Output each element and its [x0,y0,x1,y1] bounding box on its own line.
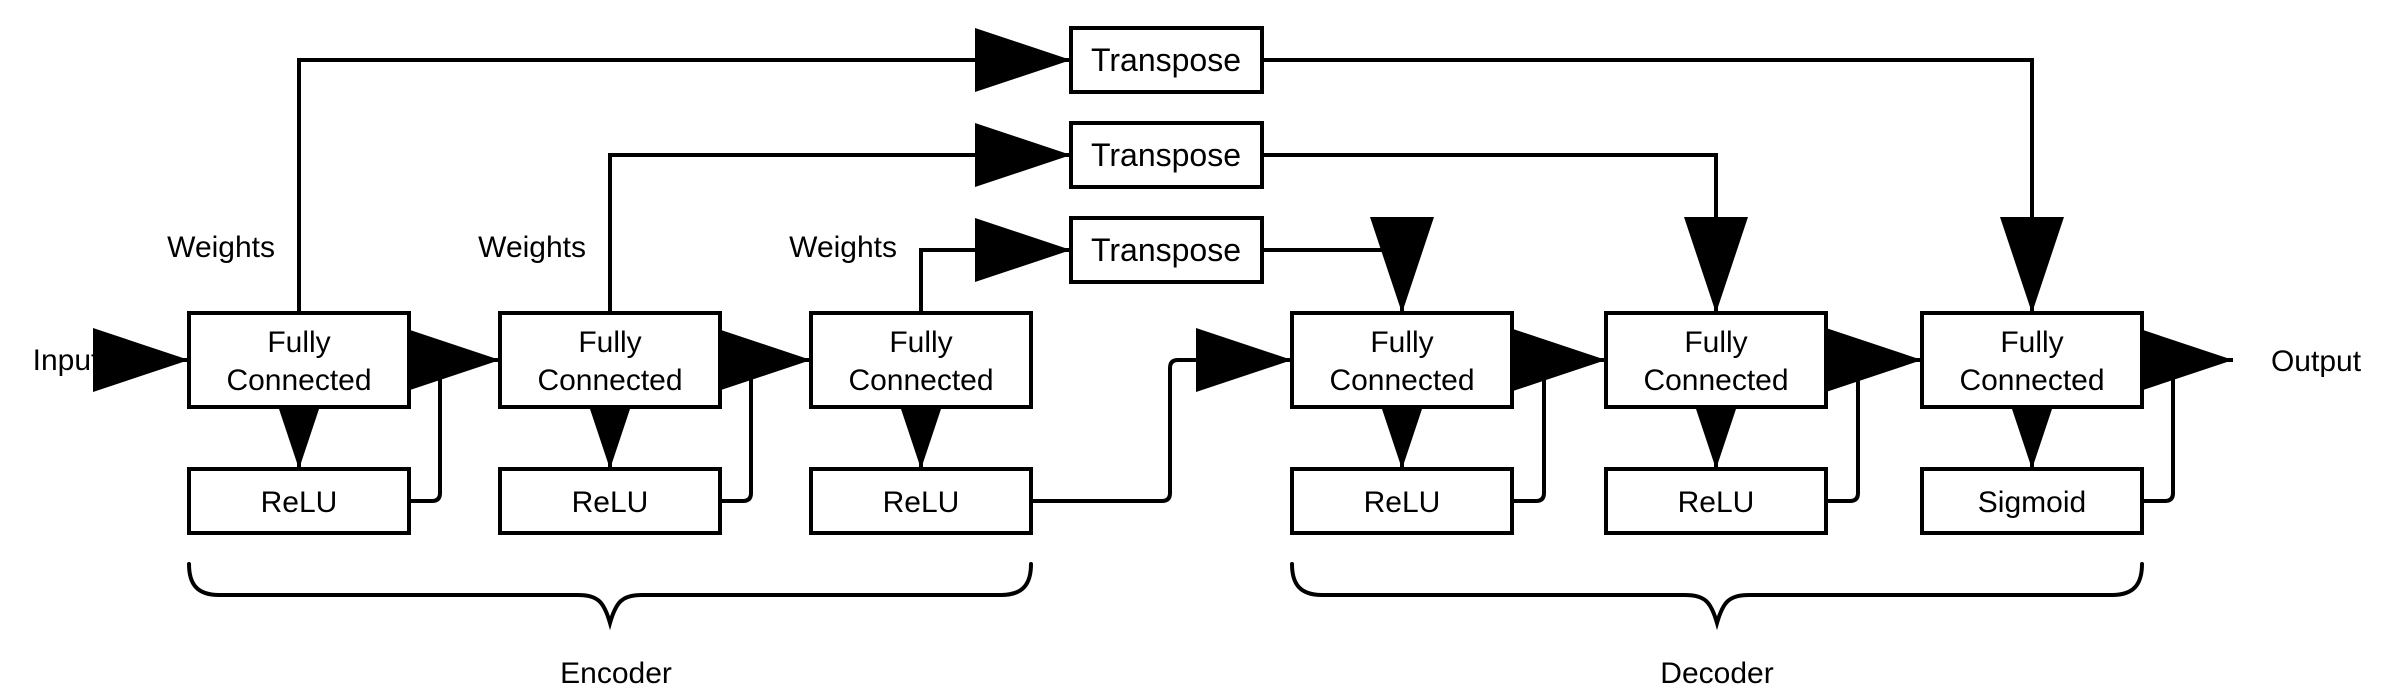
connector-dec-relu1-to-dec-fc2 [1510,328,1606,503]
decoder-activation-box-2 [1604,467,1828,535]
transpose-label-2: Transpose [1091,137,1241,173]
connector-enc-fc2-to-transpose2 [608,123,1071,313]
decoder-activation-label-3: Sigmoid [1978,486,2086,519]
encoder-layer-2: Fully Connected ReLU [498,311,722,535]
encoder-fc-label-1-line1: Fully [267,326,330,359]
decoder-label: Decoder [1660,657,1773,690]
encoder-brace [187,562,1033,631]
transpose-label-3: Transpose [1091,232,1241,268]
connector-enc-relu1-to-enc-fc2 [404,328,500,503]
transpose-block-2: Transpose [1069,121,1264,189]
decoder-layer-2: Fully Connected ReLU [1604,311,1828,535]
transpose-block-3: Transpose [1069,216,1264,284]
weights-label-3: Weights [789,231,897,264]
encoder-fc-box-3 [809,311,1033,409]
connector-enc-fc3-to-transpose3 [919,218,1071,313]
transpose-block-1: Transpose [1069,26,1264,94]
encoder-activation-box-3 [809,467,1033,535]
encoder-fc-box-2 [498,311,722,409]
decoder-fc-label-3-line1: Fully [2000,326,2063,359]
decoder-activation-label-2: ReLU [1678,486,1755,519]
transpose-box-1 [1069,26,1264,94]
decoder-fc-box-2 [1604,311,1828,409]
encoder-label: Encoder [560,657,672,690]
connector-enc-relu2-to-enc-fc3 [715,328,811,503]
encoder-activation-box-1 [187,467,411,535]
decoder-fc-label-3-line2: Connected [1959,364,2104,397]
encoder-fc-label-2-line2: Connected [537,364,682,397]
encoder-fc-label-2-line1: Fully [578,326,641,359]
encoder-fc-label-3-line1: Fully [889,326,952,359]
transpose-label-1: Transpose [1091,42,1241,78]
transpose-box-3 [1069,216,1264,284]
decoder-layer-3: Fully Connected Sigmoid [1920,311,2144,535]
connector-transpose1-to-dec-fc3 [1262,58,2064,313]
decoder-fc-box-3 [1920,311,2144,409]
encoder-activation-label-1: ReLU [261,486,338,519]
decoder-layer-1: Fully Connected ReLU [1290,311,1514,535]
connector-transpose2-to-dec-fc2 [1262,153,1748,313]
encoder-activation-box-2 [498,467,722,535]
decoder-activation-box-3 [1920,467,2144,535]
encoder-layer-1: Fully Connected ReLU [187,311,411,535]
transpose-box-2 [1069,121,1264,189]
decoder-brace [1290,562,2144,631]
weights-label-2: Weights [478,231,586,264]
decoder-activation-label-1: ReLU [1364,486,1441,519]
encoder-fc-box-1 [187,311,411,409]
encoder-activation-label-3: ReLU [883,486,960,519]
encoder-layer-3: Fully Connected ReLU [809,311,1033,535]
weights-label-1: Weights [167,231,275,264]
connector-sigmoid-to-output [2137,328,2233,503]
encoder-activation-label-2: ReLU [572,486,649,519]
connector-transpose3-to-dec-fc1 [1262,217,1434,313]
decoder-fc-label-2-line2: Connected [1643,364,1788,397]
connector-enc-relu3-to-dec-fc1 [1031,328,1292,503]
decoder-fc-label-2-line1: Fully [1684,326,1747,359]
decoder-fc-box-1 [1290,311,1514,409]
input-label: Input [33,344,100,377]
decoder-activation-box-1 [1290,467,1514,535]
decoder-fc-label-1-line2: Connected [1329,364,1474,397]
connector-enc-fc1-to-transpose1 [297,28,1071,313]
output-label: Output [2271,345,2362,378]
decoder-fc-label-1-line1: Fully [1370,326,1433,359]
encoder-fc-label-1-line2: Connected [226,364,371,397]
connector-dec-relu2-to-dec-fc3 [1826,328,1922,503]
encoder-fc-label-3-line2: Connected [848,364,993,397]
